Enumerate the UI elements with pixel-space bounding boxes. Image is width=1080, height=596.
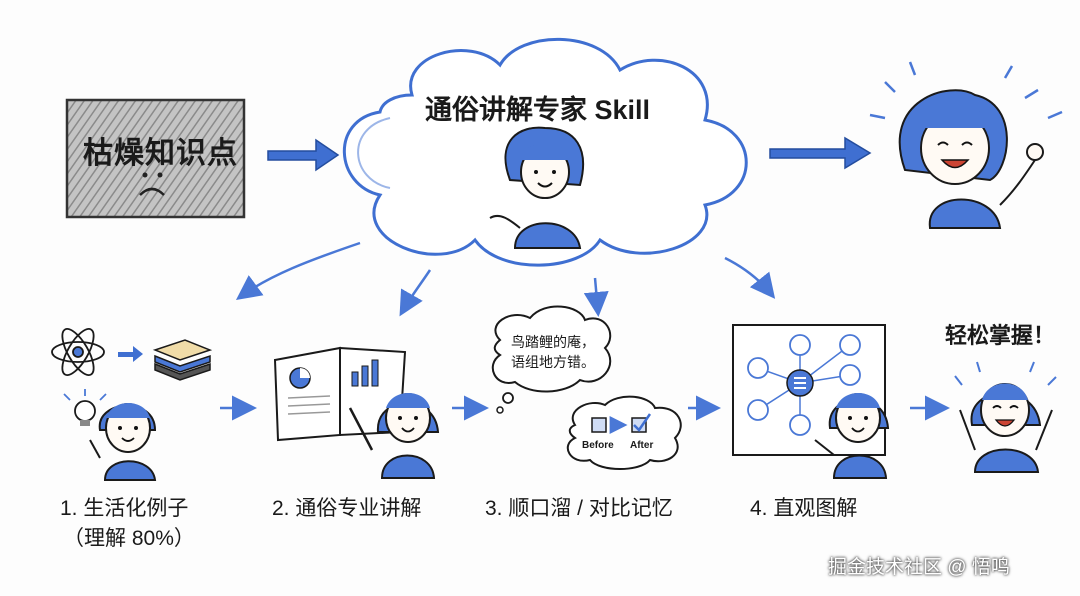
final-label: 轻松掌握！ [945,323,1056,348]
step1-illustration [51,328,213,481]
boring-knowledge-label: 枯燥知识点 [83,137,238,170]
step4-girl [814,393,890,479]
small-arrow-icon [118,346,143,362]
sad-face-icon [139,172,165,196]
branch-arrows [235,241,776,317]
after-check-icon [631,413,652,433]
speech-bubble [491,305,612,393]
step1-girl [89,403,157,481]
after-label: After [630,440,654,451]
step4-label: 4. 直观图解 [750,497,858,520]
trend-node-icon [789,334,811,356]
step2-label: 2. 通俗专业讲解 [272,497,422,520]
speech-bubble-line1: 鸟踏鲤的庵， [511,334,595,350]
before-box-icon [591,417,607,433]
happy-girl-top [869,61,1063,229]
cheering-girl [954,361,1057,473]
lightbulb-icon [63,389,107,426]
list-node-icon [789,414,811,436]
pointer-stick-icon [348,407,374,451]
step1-label: 1. 生活化例子 [60,497,189,520]
share-node-icon [747,399,769,421]
atom-icon [51,328,105,376]
arrow-to-happy-icon [769,136,872,170]
step3-illustration [491,305,682,470]
cloud-title: 通俗讲解专家 Skill [425,95,651,125]
cloud-girl-character [489,126,585,249]
step4-illustration [732,324,890,479]
before-label: Before [582,440,614,451]
monitor-node-icon [839,364,861,386]
arrow-to-cloud-icon [267,138,340,172]
cloud-node-icon [747,357,769,379]
sandwich-icon [152,339,213,381]
compare-bubble [566,395,682,470]
watermark: 掘金技术社区 @ 悟鸣 [828,557,1010,578]
step2-illustration [273,346,440,479]
step1-note: （理解 80%） [63,527,195,550]
step3-label: 3. 顺口溜 / 对比记忆 [485,497,673,520]
gear-node-icon [839,334,861,356]
boring-knowledge-box [65,98,246,219]
step2-girl [376,393,440,479]
speech-bubble-line2: 语组地方错。 [511,354,595,370]
